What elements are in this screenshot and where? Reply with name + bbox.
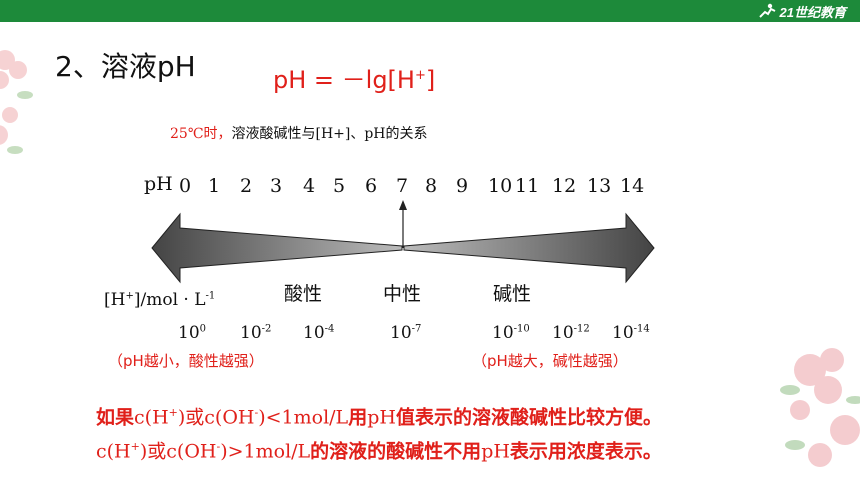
caption-text: 溶液酸碱性与[H+]、pH的关系	[231, 126, 428, 142]
top-bar: 21世纪教育	[0, 0, 860, 22]
concentration-value: 10-14	[612, 323, 650, 343]
formula-rhs: －lg[H	[341, 66, 415, 94]
flower-decoration-right-icon	[780, 348, 860, 467]
note-acid: （pH越小，酸性越强）	[108, 352, 264, 370]
formula-close: ]	[425, 66, 436, 94]
formula-lhs: pH	[273, 66, 307, 94]
concentration-value: 10-4	[303, 323, 335, 343]
section-heading: 2、溶液pH	[55, 50, 196, 83]
ph-tick-8: 8	[425, 175, 438, 197]
acid-label: 酸性	[284, 283, 323, 305]
ph-tick-9: 9	[456, 175, 469, 197]
ph-tick-3: 3	[270, 175, 283, 197]
concentration-value: 10-2	[240, 323, 272, 343]
ph-tick-1: 1	[208, 175, 221, 197]
brand-logo: 21世纪教育	[757, 2, 846, 20]
ph-formula: pH = －lg[H+]	[273, 60, 435, 95]
ph-tick-7: 7	[396, 175, 409, 197]
caption-temperature: 25℃时，	[170, 126, 232, 142]
ph-tick-11: 11	[515, 175, 540, 197]
ph-tick-4: 4	[303, 175, 316, 197]
ph-tick-6: 6	[365, 175, 378, 197]
concentration-value: 100	[178, 323, 207, 343]
ph-tick-10: 10	[488, 175, 513, 197]
bottom-text: 如果c(H+)或c(OH-)<1mol/L用pH值表示的溶液酸碱性比较方便。 c…	[96, 398, 662, 467]
ph-tick-0: 0	[179, 175, 192, 197]
flower-decoration-left-icon	[0, 50, 33, 154]
logo-text: 21世纪教育	[779, 4, 846, 20]
ph-label: pH	[144, 173, 173, 195]
concentration-label: [H+]/mol · L-1	[104, 290, 216, 310]
runner-icon	[758, 3, 775, 18]
double-arrow-icon	[151, 200, 655, 284]
ph-tick-14: 14	[620, 175, 645, 197]
formula-equals: =	[306, 66, 342, 94]
diagram-caption: 25℃时，溶液酸碱性与[H+]、pH的关系	[170, 123, 428, 143]
note-base: （pH越大，碱性越强）	[472, 352, 628, 370]
concentration-value: 10-12	[552, 323, 590, 343]
formula-sup: +	[414, 68, 426, 83]
base-label: 碱性	[493, 283, 532, 305]
bottom-line-1: 如果c(H+)或c(OH-)<1mol/L用pH值表示的溶液酸碱性比较方便。	[96, 406, 662, 429]
bottom-line-2: c(H+)或c(OH-)>1mol/L的溶液的酸碱性不用pH表示用浓度表示。	[96, 440, 662, 463]
ph-tick-5: 5	[333, 175, 346, 197]
ph-tick-13: 13	[587, 175, 612, 197]
ph-tick-12: 12	[552, 175, 577, 197]
concentration-value: 10-7	[390, 323, 422, 343]
neutral-label: 中性	[383, 283, 422, 305]
ph-tick-2: 2	[240, 175, 253, 197]
concentration-value: 10-10	[492, 323, 530, 343]
